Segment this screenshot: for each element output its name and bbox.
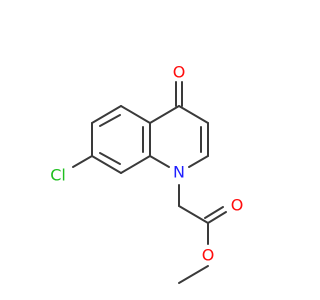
bond-c8a-c4	[149, 105, 180, 124]
bond-ch2-cester	[178, 205, 209, 224]
bond-c2-n	[188, 155, 209, 168]
atom-label-ketone-oxygen: O	[173, 63, 186, 82]
atom-label-chlorine: Cl	[50, 166, 66, 185]
bond-n-c8a	[149, 155, 170, 168]
double-bond-inner-b	[99, 152, 121, 165]
bond-cester-ocarbonyl-double	[204, 206, 224, 219]
atom-label-ester-oxygen: O	[202, 246, 215, 265]
atom-labels: O Cl N O O	[50, 63, 243, 265]
bond-c7-c8	[120, 105, 151, 124]
pyridinone-ring	[149, 105, 209, 168]
bond-c4-c3	[178, 105, 209, 124]
atom-label-nitrogen: N	[173, 163, 185, 182]
double-bond-inner-c	[99, 114, 121, 127]
bond-c8a-c4a	[120, 155, 151, 174]
atom-label-carbonyl-oxygen: O	[231, 196, 244, 215]
chloro-bond	[72, 155, 93, 168]
ester-side-chain	[178, 184, 227, 284]
bond-c6-c7	[91, 105, 122, 124]
bond-cester-ocarbonyl	[207, 211, 227, 224]
bond-c4a-c5	[91, 155, 122, 174]
chemical-structure: O Cl N O O	[50, 63, 243, 284]
benzene-ring	[91, 105, 151, 174]
bond-oester-ch3	[178, 265, 209, 284]
